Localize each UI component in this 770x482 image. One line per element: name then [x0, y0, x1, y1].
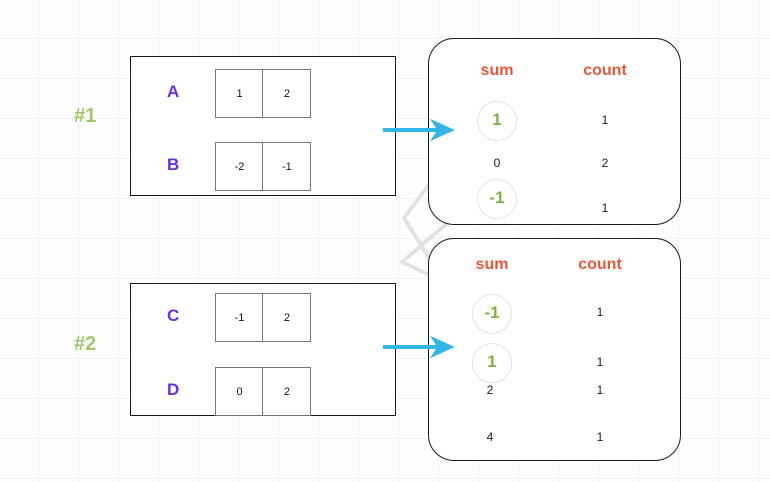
agg2-count-1: 1 [596, 355, 604, 369]
row-name-d: D [167, 380, 180, 399]
cell-b-0: -2 [215, 142, 264, 191]
cell-b-1: -1 [262, 142, 312, 191]
agg2-count-2: 1 [596, 383, 604, 397]
agg2-sum-3: 4 [486, 430, 494, 444]
row-name-c: C [167, 306, 180, 325]
agg1-sum-2: -1 [489, 188, 505, 207]
agg2-count-0: 1 [596, 305, 604, 319]
partition-1: A 1 2 B -2 -1 [130, 56, 396, 196]
partition-2: C -1 2 D 0 2 [130, 283, 396, 416]
agg1-sum-0: 1 [492, 110, 502, 129]
agg2-sum-0: -1 [484, 303, 500, 322]
agg1-count-1: 2 [601, 156, 609, 170]
agg2-header-sum: sum [475, 256, 509, 273]
row-name-b: B [167, 155, 180, 174]
row-cells-b: -2 -1 [215, 142, 312, 191]
agg2-sum-2: 2 [486, 383, 494, 397]
agg1-header-sum: sum [480, 62, 514, 79]
row-cells-c: -1 2 [215, 293, 312, 342]
agg2-header-count: count [578, 256, 622, 273]
agg1-count-2: 1 [601, 201, 609, 215]
agg2-sum-1: 1 [487, 352, 497, 371]
row-cells-a: 1 2 [215, 69, 312, 118]
row-name-a: A [167, 82, 180, 101]
agg1-sum-1: 0 [493, 156, 501, 170]
cell-d-1: 2 [262, 367, 312, 416]
agg1-count-0: 1 [601, 113, 609, 127]
group-label-2: #2 [74, 333, 97, 355]
group-label-1: #1 [74, 105, 97, 127]
cell-c-0: -1 [215, 293, 264, 342]
row-cells-d: 0 2 [215, 367, 312, 416]
cell-d-0: 0 [215, 367, 264, 416]
cell-a-1: 2 [262, 69, 312, 118]
cell-c-1: 2 [262, 293, 312, 342]
agg2-count-3: 1 [596, 430, 604, 444]
cell-a-0: 1 [215, 69, 264, 118]
agg1-header-count: count [583, 62, 627, 79]
